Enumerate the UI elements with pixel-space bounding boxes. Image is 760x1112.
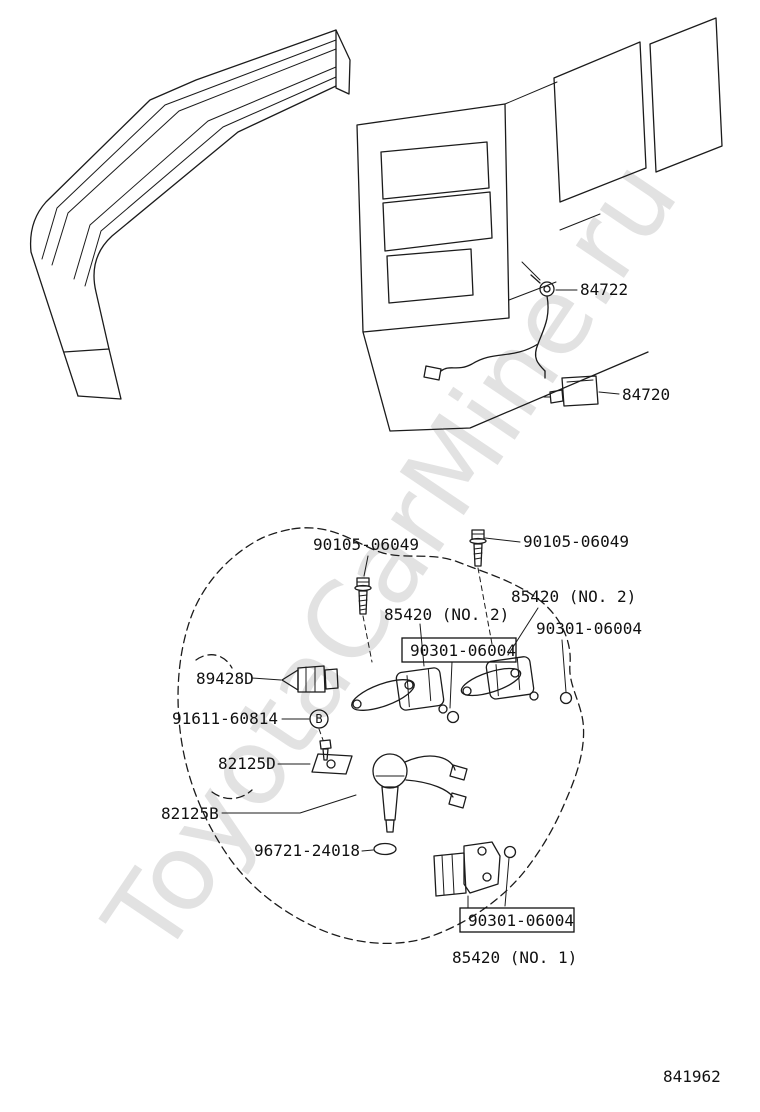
circled-b-marker (309, 709, 329, 729)
oring-96721-part (373, 842, 397, 856)
part-label-90105-right: 90105-06049 (523, 532, 629, 551)
part-label-90301-right: 90301-06004 (536, 619, 642, 638)
part-label-84720: 84720 (622, 385, 670, 404)
harness-assembly (423, 261, 599, 407)
gasket-90301-right-part (559, 691, 573, 705)
part-label-91611: 91611-60814 (172, 709, 278, 728)
part-label-84722: 84722 (580, 280, 628, 299)
right-panels (553, 17, 723, 231)
part-label-82125B: 82125B (161, 804, 219, 823)
part-label-85420-no2-right: 85420 (NO. 2) (511, 587, 636, 606)
bolt-90105-right-part (469, 529, 487, 567)
part-label-85420-no2-left: 85420 (NO. 2) (384, 605, 509, 624)
dashboard-outline (29, 29, 351, 400)
part-label-90105-left: 90105-06049 (313, 535, 419, 554)
label-box-90301-bottom (459, 907, 575, 933)
center-console (356, 81, 649, 432)
watermark-layer: ToyotaCarMine.ru (81, 139, 701, 976)
watermark-text: ToyotaCarMine.ru (81, 139, 701, 976)
sensor-89428D-part (281, 665, 339, 693)
bolt-90105-left-part (354, 577, 372, 615)
engine-outline (177, 527, 585, 945)
gasket-90301-bottom-part (503, 845, 517, 859)
speed-sensor-82125B-part (372, 753, 468, 833)
plate-82125D-part (311, 753, 353, 775)
engine-parts (281, 529, 573, 897)
circled-b-label: B (315, 712, 322, 726)
part-label-90301-bottom-boxed: 90301-06004 (468, 911, 574, 930)
unit-84720-part (543, 375, 599, 407)
label-box-90301-left (401, 637, 517, 663)
leader-lines (221, 289, 620, 909)
gasket-90301-left-part (446, 710, 460, 724)
part-labels: 84722 84720 90105-06049 90105-06049 8542… (161, 280, 670, 967)
switch-85420-no2-left-part (351, 667, 460, 724)
switch-85420-no2-right-part (460, 656, 573, 705)
hidden-leader-lines (318, 567, 493, 741)
switch-85420-no1-part (433, 841, 517, 897)
part-label-82125D: 82125D (218, 754, 276, 773)
part-label-90301-left-boxed: 90301-06004 (410, 641, 516, 660)
bolt-91611-part (309, 709, 332, 761)
part-label-85420-no1: 85420 (NO. 1) (452, 948, 577, 967)
part-label-96721: 96721-24018 (254, 841, 360, 860)
drawing-number: 841962 (663, 1067, 721, 1086)
part-label-89428D: 89428D (196, 669, 254, 688)
